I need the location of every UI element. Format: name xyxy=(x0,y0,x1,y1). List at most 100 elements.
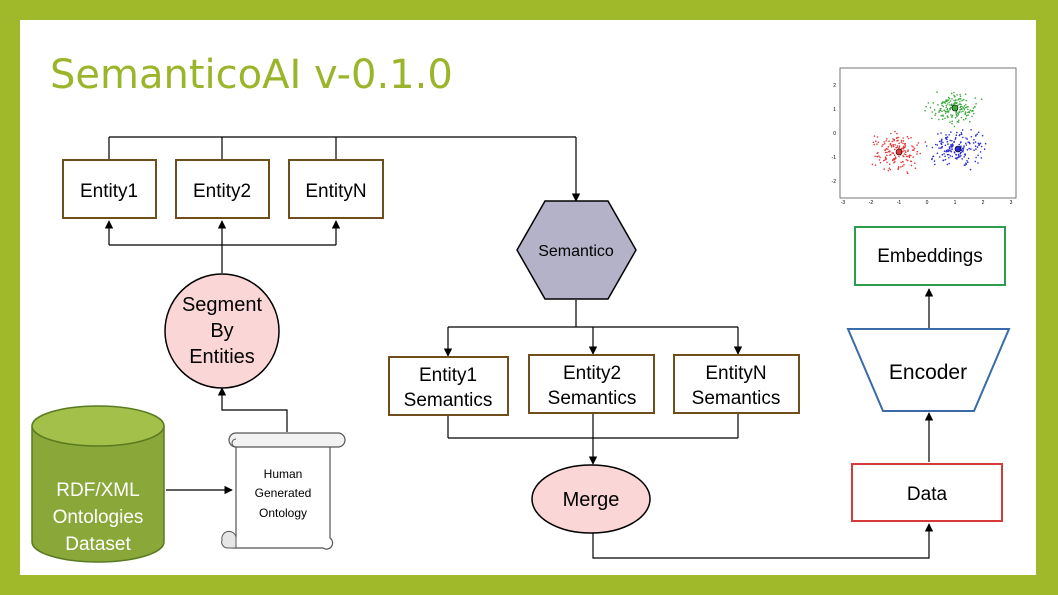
scatter-point xyxy=(906,159,909,162)
scatter-point xyxy=(965,103,967,106)
sem2-label-1: Entity2 xyxy=(563,363,621,384)
scatter-point xyxy=(963,147,965,149)
scatter-point xyxy=(876,143,878,145)
scatter-point xyxy=(916,144,918,146)
scatter-point xyxy=(936,152,939,155)
scatter-point xyxy=(941,153,944,156)
scatter-point xyxy=(894,148,896,151)
segment-by-entities-node: Segment By Entities xyxy=(164,273,280,389)
scatter-point xyxy=(972,107,975,109)
scatter-point xyxy=(885,157,887,159)
human-ontology-scroll: Human Generated Ontology xyxy=(221,432,346,550)
scatter-point xyxy=(940,142,942,145)
scatter-point xyxy=(963,145,965,147)
scatter-point xyxy=(969,168,972,171)
scatter-point xyxy=(904,144,907,147)
scatter-point xyxy=(969,109,972,111)
merge-node: Merge xyxy=(531,464,651,534)
scatter-point xyxy=(944,155,946,158)
scatter-point xyxy=(979,151,982,153)
scatter-point xyxy=(943,101,945,103)
scatter-point xyxy=(983,148,986,150)
scatter-point xyxy=(892,143,894,146)
scatter-point xyxy=(961,108,963,110)
scatter-point xyxy=(956,131,958,134)
scatter-point xyxy=(887,146,890,148)
scatter-point xyxy=(894,156,897,158)
scatter-point xyxy=(946,138,948,141)
scatter-point xyxy=(891,140,894,143)
scatter-point xyxy=(945,104,948,107)
scatter-point xyxy=(941,138,943,141)
scatter-point xyxy=(947,149,949,151)
scatter-point xyxy=(896,145,899,147)
scatter-point xyxy=(947,110,949,113)
scatter-point xyxy=(916,150,919,153)
scatter-point xyxy=(907,149,909,151)
scatter-point xyxy=(951,122,953,125)
scatter-point xyxy=(912,146,914,148)
scatter-point xyxy=(973,112,975,115)
scatter-point xyxy=(949,108,951,110)
scatter-point xyxy=(959,103,961,105)
scatter-point xyxy=(950,114,952,116)
encoder-label: Encoder xyxy=(889,361,967,384)
scatter-point xyxy=(976,146,979,148)
scatter-point xyxy=(950,104,953,107)
scatter-point xyxy=(960,116,963,119)
database-label-3: Dataset xyxy=(65,534,131,555)
scatter-point xyxy=(933,160,936,162)
scatter-point xyxy=(904,143,906,145)
scatter-point xyxy=(944,102,947,104)
scatter-point xyxy=(962,118,965,121)
scatter-point xyxy=(951,120,953,122)
scatter-point xyxy=(892,152,894,154)
scatter-point xyxy=(965,115,968,117)
scatter-y-ticks: 210-1-2 xyxy=(832,83,837,185)
scatter-point xyxy=(959,152,962,155)
scatter-point xyxy=(946,110,948,113)
scatter-point xyxy=(964,154,966,156)
scatter-point xyxy=(944,158,947,161)
entity1-box: Entity1 xyxy=(62,159,157,219)
scatter-point xyxy=(950,150,953,153)
scatter-point xyxy=(897,136,900,139)
scatter-point xyxy=(896,132,898,135)
scatter-point xyxy=(957,99,959,101)
scatter-point xyxy=(890,146,893,148)
scatter-point xyxy=(945,106,948,109)
scatter-point xyxy=(951,140,953,142)
scatter-point xyxy=(968,141,971,144)
scatter-point xyxy=(924,141,927,143)
scatter-point xyxy=(959,98,962,100)
scatter-point xyxy=(893,139,895,142)
scatter-point xyxy=(906,155,908,157)
scatter-point xyxy=(984,142,987,145)
scatter-point xyxy=(931,117,933,120)
scatter-point xyxy=(946,108,949,111)
scatter-point xyxy=(931,146,934,149)
scatter-point xyxy=(950,92,953,95)
scatter-point xyxy=(944,137,947,139)
scatter-point xyxy=(885,147,888,150)
scatter-point xyxy=(960,133,963,136)
scatter-point xyxy=(898,142,900,145)
scatter-point xyxy=(953,141,955,143)
scatter-point xyxy=(961,129,964,131)
merge-label: Merge xyxy=(563,489,620,511)
scatter-point xyxy=(965,99,968,102)
scatter-point xyxy=(948,162,950,165)
scatter-point xyxy=(974,160,977,163)
scatter-point xyxy=(903,164,905,166)
scatter-point xyxy=(968,110,970,113)
scatter-point xyxy=(877,141,880,144)
scatter-point xyxy=(945,100,948,103)
database-label-1: RDF/XML xyxy=(56,480,139,501)
slide-title: SemanticoAI v-0.1.0 xyxy=(50,52,453,98)
scatter-point xyxy=(884,143,886,145)
scatter-point xyxy=(951,145,953,147)
scatter-point xyxy=(936,91,938,93)
scatter-point xyxy=(940,132,942,134)
encoder-node: Encoder xyxy=(846,328,1011,412)
scatter-point xyxy=(889,142,892,145)
